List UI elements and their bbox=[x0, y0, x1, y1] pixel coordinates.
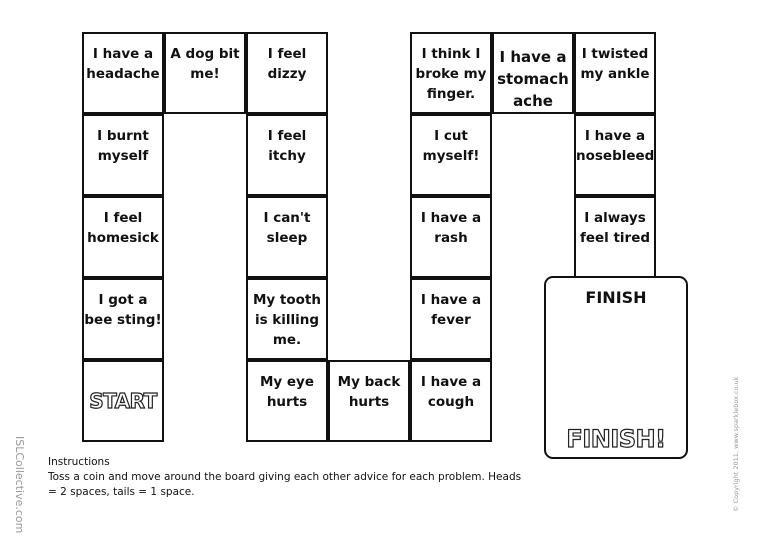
instructions-body: Toss a coin and move around the board gi… bbox=[48, 471, 522, 498]
board-cell: My back hurts bbox=[328, 360, 410, 442]
board-cell: I have a rash bbox=[410, 196, 492, 278]
board-cell: I twisted my ankle bbox=[574, 32, 656, 114]
start-label: START bbox=[89, 389, 158, 413]
board-cell: I have a fever bbox=[410, 278, 492, 360]
board-cell: I have a headache bbox=[82, 32, 164, 114]
finish-square: FINISH FINISH! bbox=[544, 276, 688, 459]
cell-text: My tooth is killing me. bbox=[252, 292, 321, 348]
board-cell: I think I broke my finger. bbox=[410, 32, 492, 114]
board-cell: START bbox=[82, 360, 164, 442]
cell-text: My back hurts bbox=[337, 374, 401, 410]
cell-text: My eye hurts bbox=[259, 374, 315, 410]
board-cell: My tooth is killing me. bbox=[246, 278, 328, 360]
board-cell: I can't sleep bbox=[246, 196, 328, 278]
board-cell: I feel itchy bbox=[246, 114, 328, 196]
watermark: ISLCollective.com bbox=[13, 436, 26, 534]
cell-text: I feel homesick bbox=[87, 210, 159, 246]
cell-text: I have a fever bbox=[420, 292, 482, 328]
cell-text: I feel itchy bbox=[267, 128, 307, 164]
finish-outline-text: FINISH! bbox=[566, 424, 667, 453]
cell-text: I cut myself! bbox=[422, 128, 480, 164]
board-cell: My eye hurts bbox=[246, 360, 328, 442]
cell-text: I have a cough bbox=[420, 374, 482, 410]
cell-text: I have a stomach ache bbox=[497, 48, 569, 110]
cell-text: I burnt myself bbox=[97, 128, 149, 164]
cell-text: I always feel tired bbox=[579, 210, 651, 246]
cell-text: A dog bit me! bbox=[170, 46, 240, 82]
board-cell: I have a nosebleed bbox=[574, 114, 656, 196]
cell-text: I have a nosebleed bbox=[576, 128, 655, 164]
instructions: Instructions Toss a coin and move around… bbox=[48, 455, 528, 500]
cell-text: I got a bee sting! bbox=[84, 292, 162, 328]
cell-text: I have a headache bbox=[86, 46, 160, 82]
cell-text: I feel dizzy bbox=[267, 46, 307, 82]
board-cell: I burnt myself bbox=[82, 114, 164, 196]
board-cell: I feel homesick bbox=[82, 196, 164, 278]
board-cell: I feel dizzy bbox=[246, 32, 328, 114]
cell-text: I can't sleep bbox=[263, 210, 311, 246]
board-cell: I got a bee sting! bbox=[82, 278, 164, 360]
board-cell: I always feel tired bbox=[574, 196, 656, 278]
cell-text: I have a rash bbox=[420, 210, 482, 246]
cell-text: I twisted my ankle bbox=[580, 46, 650, 82]
copyright-notice: © Copyright 2011, www.sparklebox.co.uk bbox=[732, 376, 740, 512]
board-cell: I have a cough bbox=[410, 360, 492, 442]
instructions-heading: Instructions bbox=[48, 456, 110, 468]
finish-title: FINISH bbox=[585, 288, 647, 307]
board-cell: I have a stomach ache bbox=[492, 32, 574, 114]
board-cell: I cut myself! bbox=[410, 114, 492, 196]
board-cell: A dog bit me! bbox=[164, 32, 246, 114]
cell-text: I think I broke my finger. bbox=[415, 46, 487, 102]
